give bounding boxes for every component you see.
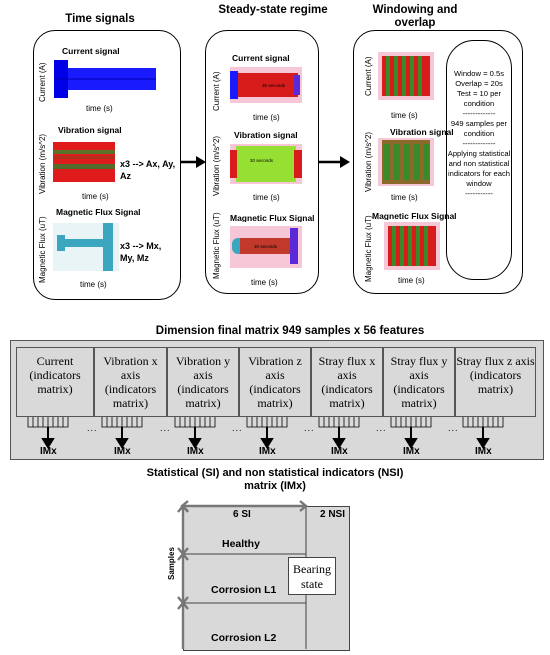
imx-label-4: IMx xyxy=(259,446,276,457)
ss-current-ylabel: Current (A) xyxy=(212,71,221,111)
current-xlabel: time (s) xyxy=(86,104,113,113)
corrosion-l1-label: Corrosion L1 xyxy=(211,584,277,596)
matrix-cell-stray-flux-y: Stray flux y axis (indicators matrix) xyxy=(383,347,455,417)
arrow-to-steady-state xyxy=(180,156,206,168)
current-waveform xyxy=(54,60,156,98)
win-flux-waveform xyxy=(384,222,440,270)
win-current-waveform xyxy=(378,52,434,100)
imx-label-3: IMx xyxy=(187,446,204,457)
win-flux-xlabel: time (s) xyxy=(398,276,425,285)
matrix-ellipsis-2: ... xyxy=(160,423,171,433)
ss-current-seconds: 30 seconds xyxy=(262,83,286,88)
matrix-ellipsis-3: ... xyxy=(232,423,243,433)
win-current-ylabel: Current (A) xyxy=(364,56,373,96)
matrix-cell-current: Current (indicators matrix) xyxy=(16,347,94,417)
window-info-sep2: ------------- xyxy=(462,139,496,148)
ss-current-title: Current signal xyxy=(232,53,290,63)
ss-vibration-xlabel: time (s) xyxy=(253,193,280,202)
matrix-ellipsis-6: ... xyxy=(448,423,459,433)
ss-vibration-plot: 30 seconds xyxy=(228,140,304,188)
flux-plot xyxy=(51,217,121,275)
imx-label-1: IMx xyxy=(40,446,57,457)
matrix-column-ticks xyxy=(27,417,504,449)
bearing-state-box: Bearing state xyxy=(288,557,336,595)
corrosion-l2-label: Corrosion L2 xyxy=(211,632,277,644)
matrix-title: Dimension final matrix 949 samples x 56 … xyxy=(155,325,425,337)
ss-flux-waveform: 30 seconds xyxy=(230,226,302,268)
window-info-line1: Window = 0.5s xyxy=(453,69,505,78)
imx-label-6: IMx xyxy=(403,446,420,457)
time-signals-header: Time signals xyxy=(65,13,135,25)
current-plot-title: Current signal xyxy=(62,46,120,56)
window-info-line5: Applying statistical and non statistical… xyxy=(447,149,511,188)
ss-vibration-ylabel: Vibration (m/s^2) xyxy=(212,135,221,196)
ss-flux-title: Magnetic Flux Signal xyxy=(230,213,315,223)
matrix-cell-vibration-z: Vibration z axis (indicators matrix) xyxy=(239,347,311,417)
indicators-title: Statistical (SI) and non statistical ind… xyxy=(146,467,404,492)
win-vibration-plot xyxy=(378,136,434,188)
win-vibration-xlabel: time (s) xyxy=(391,193,418,202)
imx-label-7: IMx xyxy=(475,446,492,457)
healthy-label: Healthy xyxy=(222,538,260,550)
win-vibration-title: Vibration signal xyxy=(390,127,454,137)
ss-vibration-waveform: 30 seconds xyxy=(230,144,302,184)
ss-flux-seconds: 30 seconds xyxy=(254,244,278,249)
matrix-cell-stray-flux-z: Stray flux z axis (indicators matrix) xyxy=(455,347,536,417)
flux-plot-title: Magnetic Flux Signal xyxy=(56,207,141,217)
ss-flux-ylabel: Magnetic Flux (uT) xyxy=(212,212,221,279)
x3-flux-label: x3 --> Mx, My, Mz xyxy=(120,241,162,263)
windowing-header: Windowing and overlap xyxy=(372,4,458,29)
current-plot xyxy=(51,56,161,101)
ss-flux-xlabel: time (s) xyxy=(251,278,278,287)
matrix-ellipsis-4: ... xyxy=(304,423,315,433)
arrow-to-windowing xyxy=(318,156,350,168)
vibration-plot xyxy=(51,136,117,188)
ss-vibration-seconds: 30 seconds xyxy=(250,158,274,163)
imx-label-5: IMx xyxy=(331,446,348,457)
ss-current-plot: 30 seconds xyxy=(228,63,304,107)
matrix-cell-vibration-x: Vibration x axis (indicators matrix) xyxy=(94,347,167,417)
window-info-line2: Overlap = 20s xyxy=(455,79,503,88)
flux-ylabel: Magnetic Flux (uT) xyxy=(38,216,47,283)
nsi-label: 2 NSI xyxy=(320,509,346,520)
samples-label: Samples xyxy=(167,547,176,580)
ss-current-xlabel: time (s) xyxy=(253,113,280,122)
window-info-box: Window = 0.5s Overlap = 20s Test = 10 pe… xyxy=(446,40,512,280)
win-current-plot xyxy=(378,48,434,104)
win-flux-title: Magnetic Flux Signal xyxy=(372,211,457,221)
x3-vibration-label: x3 --> Ax, Ay, Az xyxy=(120,159,176,181)
ss-vibration-title: Vibration signal xyxy=(234,130,298,140)
current-ylabel: Current (A) xyxy=(38,62,47,102)
vibration-waveform xyxy=(53,142,115,182)
matrix-ellipsis-5: ... xyxy=(376,423,387,433)
ss-current-waveform: 30 seconds xyxy=(230,67,302,103)
window-info-line4: 949 samples per condition xyxy=(450,119,508,138)
matrix-cell-stray-flux-x: Stray flux x axis (indicators matrix) xyxy=(311,347,383,417)
ss-flux-plot: 30 seconds xyxy=(228,222,304,272)
flux-xlabel: time (s) xyxy=(80,280,107,289)
imx-label-2: IMx xyxy=(114,446,131,457)
matrix-cell-vibration-y: Vibration y axis (indicators matrix) xyxy=(167,347,239,417)
vibration-xlabel: time (s) xyxy=(82,192,109,201)
si-label: 6 SI xyxy=(233,509,251,520)
win-flux-plot xyxy=(384,220,440,272)
window-info-sep1: ------------- xyxy=(462,109,496,118)
window-info-line3: Test = 10 per condition xyxy=(456,89,502,108)
matrix-ellipsis-1: ... xyxy=(87,423,98,433)
steady-state-header: Steady-state regime xyxy=(218,4,328,16)
win-vibration-waveform xyxy=(378,138,434,186)
vibration-plot-title: Vibration signal xyxy=(58,125,122,135)
imx-matrix-lines xyxy=(177,500,308,649)
vibration-ylabel: Vibration (m/s^2) xyxy=(38,133,47,194)
win-vibration-ylabel: Vibration (m/s^2) xyxy=(364,131,373,192)
win-current-xlabel: time (s) xyxy=(391,111,418,120)
window-info-sep3: ----------- xyxy=(465,189,493,198)
win-flux-ylabel: Magnetic Flux (uT) xyxy=(364,215,373,282)
flux-waveform xyxy=(53,223,119,271)
